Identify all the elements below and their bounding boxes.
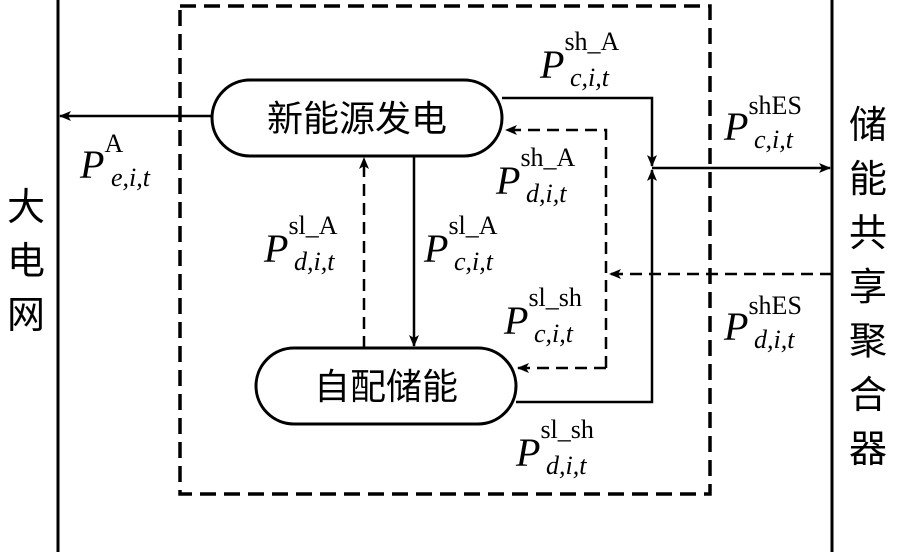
self-storage-label: 自配储能 bbox=[314, 367, 458, 408]
flow-label-sub: c,i,t bbox=[454, 247, 494, 276]
aggregator-char: 储 bbox=[849, 103, 887, 147]
flow-label-sup: sl_sh bbox=[528, 283, 581, 312]
aggregator-char: 聚 bbox=[849, 319, 887, 363]
flow-label-sup: shES bbox=[748, 91, 801, 120]
flow-label-sup: sl_A bbox=[448, 211, 497, 240]
aggregator-char: 能 bbox=[849, 157, 887, 201]
aggregator-char: 合 bbox=[849, 373, 887, 417]
flow-label-main: P bbox=[503, 298, 528, 343]
renewable-generation-label: 新能源发电 bbox=[267, 99, 447, 140]
flow-label-main: P bbox=[79, 142, 104, 187]
flow-label-p-c-slsh: Psl_sh c,i,t bbox=[503, 283, 582, 348]
flow-label-p-c-shA: Psh_A c,i,t bbox=[539, 27, 620, 92]
aggregator-char: 享 bbox=[849, 265, 887, 309]
flow-label-sup: sl_A bbox=[288, 211, 337, 240]
flow-label-sub: d,i,t bbox=[526, 179, 567, 208]
aggregator-char: 共 bbox=[849, 211, 887, 255]
flow-label-sup: shES bbox=[748, 291, 801, 320]
flow-label-sub: c,i,t bbox=[534, 319, 574, 348]
flow-label-p-c-slA: Psl_A c,i,t bbox=[423, 211, 498, 276]
flow-label-p-d-shES: PshES d,i,t bbox=[723, 291, 802, 354]
flow-label-sup: sh_A bbox=[520, 143, 575, 172]
flow-label-sup: sh_A bbox=[564, 27, 619, 56]
flow-gen-to-shared bbox=[502, 96, 657, 167]
flow-label-sub: c,i,t bbox=[754, 125, 794, 154]
flow-label-p-d-shA: Psh_A d,i,t bbox=[495, 143, 576, 208]
flow-label-p-d-slsh: Psl_sh d,i,t bbox=[515, 415, 594, 480]
flow-label-sup: sl_sh bbox=[540, 415, 593, 444]
self-storage-node bbox=[254, 346, 518, 426]
flow-label-main: P bbox=[723, 304, 748, 349]
flow-label-main: P bbox=[515, 430, 540, 475]
flow-label-sub: d,i,t bbox=[546, 451, 587, 480]
aggregator-char: 器 bbox=[849, 427, 887, 471]
grid-side-label: 大 电 网 bbox=[7, 185, 45, 337]
grid-char: 电 bbox=[7, 239, 45, 283]
flow-label-p-c-shES: PshES c,i,t bbox=[723, 91, 802, 154]
flow-label-main: P bbox=[539, 42, 564, 87]
inner-dashed-boundary bbox=[178, 4, 712, 496]
flow-label-main: P bbox=[263, 226, 288, 271]
grid-char: 网 bbox=[7, 293, 45, 337]
flow-label-sub: d,i,t bbox=[294, 247, 335, 276]
flow-label-main: P bbox=[723, 104, 748, 149]
flow-storage-to-shared bbox=[516, 169, 657, 404]
flow-label-main: P bbox=[495, 158, 520, 203]
flow-label-sub: c,i,t bbox=[570, 63, 610, 92]
flow-label-sup: A bbox=[104, 129, 123, 158]
aggregator-side-label: 储 能 共 享 聚 合 器 bbox=[849, 103, 887, 471]
flow-label-p-d-slA: Psl_A d,i,t bbox=[263, 211, 338, 276]
flow-label-main: P bbox=[423, 226, 448, 271]
flow-label-sub: e,i,t bbox=[111, 163, 151, 192]
flow-shared-to-gen bbox=[505, 125, 608, 368]
grid-char: 大 bbox=[7, 185, 45, 229]
renewable-generation-node bbox=[210, 78, 504, 158]
flow-label-sub: d,i,t bbox=[754, 325, 795, 354]
